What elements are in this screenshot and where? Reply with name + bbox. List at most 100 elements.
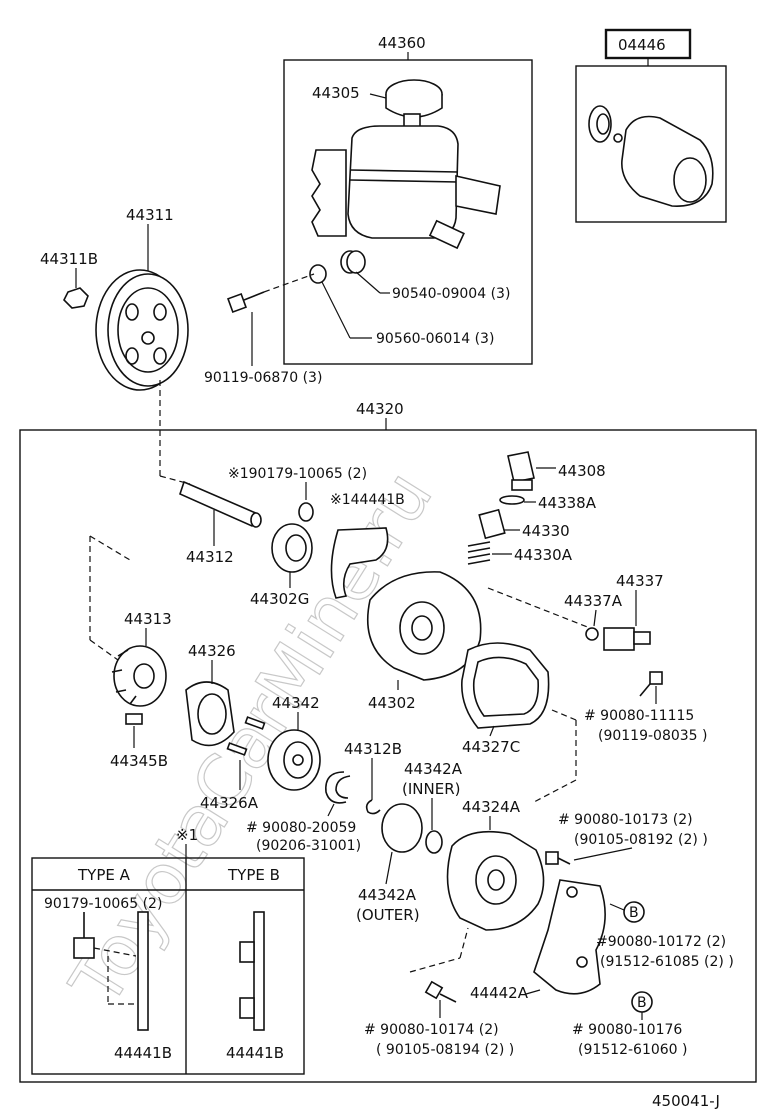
label-44327c[interactable]: 44327C (462, 738, 520, 756)
gasket-44327c[interactable] (461, 642, 550, 729)
bracket-44442a[interactable] (533, 879, 606, 995)
sensor-44337[interactable] (603, 627, 651, 651)
reservoir-cap[interactable] (385, 79, 443, 131)
label-90540-09004[interactable]: 90540-09004 (3) (392, 286, 510, 302)
label-90105-08194[interactable]: ( 90105-08194 (2) ) (376, 1042, 514, 1058)
label-44302g[interactable]: 44302G (250, 590, 309, 608)
reservoir-assembly-box (283, 59, 533, 365)
label-44342a-outer[interactable]: 44342A (358, 886, 417, 904)
label-90560-06014[interactable]: 90560-06014 (3) (376, 331, 494, 347)
cam-ring-44326[interactable] (185, 681, 235, 747)
marker-b-upper[interactable]: B (623, 901, 645, 923)
diagram-id: 450041-J (652, 1092, 720, 1110)
label-44313[interactable]: 44313 (124, 610, 172, 628)
label-90080-10172[interactable]: #90080-10172 (2) (596, 934, 726, 950)
label-90119-08035[interactable]: (90119-08035 ) (598, 728, 708, 744)
label-44330[interactable]: 44330 (522, 522, 570, 540)
label-90105-08192[interactable]: (90105-08192 (2) ) (574, 832, 708, 848)
label-note-star1[interactable]: ※1 (176, 826, 198, 844)
kit-bearing[interactable] (588, 105, 612, 143)
label-44305[interactable]: 44305 (312, 84, 360, 102)
type-a-part-bottom[interactable]: 44441B (114, 1044, 172, 1062)
bearing-44302g[interactable] (271, 523, 313, 573)
label-44342a-inner[interactable]: 44342A (404, 760, 463, 778)
pin-44326a[interactable] (226, 716, 266, 756)
shaft-44312[interactable] (179, 480, 262, 528)
label-90080-20059[interactable]: # 90080-20059 (246, 820, 356, 836)
label-44337[interactable]: 44337 (616, 572, 664, 590)
cover-44324a[interactable] (446, 830, 545, 931)
nut-44311b[interactable] (63, 287, 89, 309)
grommet-90540[interactable] (340, 250, 366, 274)
oring-inner-44342a[interactable] (425, 830, 443, 854)
label-44302[interactable]: 44302 (368, 694, 416, 712)
label-44442a[interactable]: 44442A (470, 984, 529, 1002)
bolt-90119-06870[interactable] (227, 291, 265, 313)
seal-190179[interactable] (298, 502, 314, 522)
label-44342[interactable]: 44342 (272, 694, 320, 712)
label-44312[interactable]: 44312 (186, 548, 234, 566)
pulley-44311[interactable] (95, 269, 189, 391)
oring-44338a[interactable] (499, 495, 525, 505)
oring-outer-44342a[interactable] (381, 803, 423, 853)
label-44338a[interactable]: 44338A (538, 494, 597, 512)
label-44326a[interactable]: 44326A (200, 794, 259, 812)
clip-44312b[interactable] (365, 799, 381, 815)
label-44326[interactable]: 44326 (188, 642, 236, 660)
type-b-heading: TYPE B (227, 866, 280, 884)
label-91512-61085[interactable]: (91512-61085 (2) ) (600, 954, 734, 970)
label-44330a[interactable]: 44330A (514, 546, 573, 564)
type-a-bracket-plate (137, 911, 149, 1031)
marker-b-lower[interactable]: B (631, 991, 653, 1013)
bracket-44441b[interactable] (330, 527, 389, 599)
label-44324a[interactable]: 44324A (462, 798, 521, 816)
pump-assembly-box (19, 429, 757, 1083)
label-44308[interactable]: 44308 (558, 462, 606, 480)
type-table: TYPE A TYPE B 90179-10065 (2) 44441B 444… (31, 857, 305, 1075)
type-a-heading: TYPE A (77, 866, 131, 884)
kit-04446-box (575, 65, 727, 223)
type-a-bolt-icon (73, 912, 95, 959)
watermark: ToyotaCarMine.ru (54, 457, 448, 1020)
label-44320[interactable]: 44320 (356, 400, 404, 418)
type-b-bracket-plate (253, 911, 265, 1031)
spring-44330a[interactable] (467, 541, 491, 565)
reservoir-tank[interactable] (311, 125, 501, 250)
label-44337a[interactable]: 44337A (564, 592, 623, 610)
label-44342a-inner-note[interactable]: (INNER) (402, 780, 460, 798)
bolt-90080-10174[interactable] (424, 980, 457, 1003)
label-90080-11115[interactable]: # 90080-11115 (584, 708, 694, 724)
label-90206-31001[interactable]: (90206-31001) (256, 838, 361, 854)
collar-90560[interactable] (309, 264, 327, 284)
bolt-90080-10173[interactable] (545, 851, 571, 865)
kit-gasket[interactable] (621, 115, 714, 207)
label-44360[interactable]: 44360 (378, 34, 426, 52)
bolt-90080-11115[interactable] (639, 671, 663, 697)
snap-ring-90080-20059[interactable] (325, 771, 351, 804)
label-44311[interactable]: 44311 (126, 206, 174, 224)
label-144441b[interactable]: ※144441B (330, 492, 405, 508)
label-90080-10173[interactable]: # 90080-10173 (2) (558, 812, 693, 828)
valve-44330[interactable] (478, 508, 506, 540)
plate-44342[interactable] (267, 729, 321, 791)
label-190179-10065[interactable]: ※190179-10065 (2) (228, 466, 367, 482)
label-90119-06870[interactable]: 90119-06870 (3) (204, 370, 322, 386)
type-a-part-label[interactable]: 90179-10065 (2) (44, 896, 162, 912)
type-b-part-bottom[interactable]: 44441B (226, 1044, 284, 1062)
vane-44345b[interactable] (125, 713, 143, 725)
label-44345b[interactable]: 44345B (110, 752, 168, 770)
rotor-44313[interactable] (111, 645, 167, 707)
label-04446[interactable]: 04446 (618, 36, 666, 54)
label-44342a-outer-note[interactable]: (OUTER) (356, 906, 420, 924)
label-91512-61060[interactable]: (91512-61060 ) (578, 1042, 688, 1058)
housing-44302[interactable] (366, 571, 482, 681)
label-44312b[interactable]: 44312B (344, 740, 402, 758)
label-90080-10176[interactable]: # 90080-10176 (572, 1022, 682, 1038)
label-90080-10174[interactable]: # 90080-10174 (2) (364, 1022, 499, 1038)
svg-text:B: B (637, 995, 647, 1011)
fitting-44308[interactable] (507, 451, 535, 491)
oring-44337a[interactable] (585, 627, 599, 641)
svg-text:B: B (629, 905, 639, 921)
label-44311b[interactable]: 44311B (40, 250, 98, 268)
